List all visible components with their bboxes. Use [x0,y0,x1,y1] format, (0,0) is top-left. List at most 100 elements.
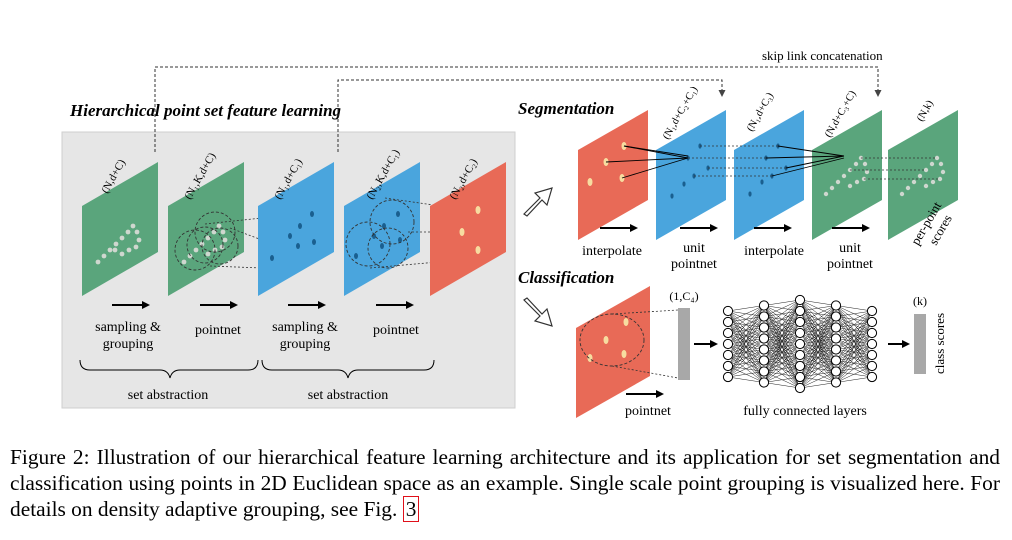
fc-connection [727,305,765,334]
op-label-2a: pointnet [195,323,241,338]
fc-connection [763,299,801,328]
plane-input [82,162,158,296]
fc-neuron [866,349,878,361]
fc-connection [835,376,873,383]
fc-neuron [794,294,806,306]
fc-neuron [758,311,770,322]
fc-neuron [794,371,806,383]
input-points [95,223,142,265]
seg-op-label-1: interpolate [582,244,642,259]
caption-text: Figure 2: Illustration of our hierarchic… [10,445,1000,521]
fc-neuron [794,327,806,339]
fc-connection [835,365,873,383]
sampled-points-3 [459,206,481,254]
op-label-1b: grouping [103,337,154,352]
sampled-points-1 [270,211,316,261]
fc-neuron [866,338,878,350]
hollow-arrow-down [523,297,553,327]
fc-connection [799,305,837,345]
seg-dotted-links-2 [850,157,940,180]
fc-neuron [758,377,770,388]
fc-neuron [866,316,878,328]
global-feature-label: (1,C₄) [669,289,698,303]
fc-connection [799,305,837,389]
set-abstraction-braces [79,359,435,379]
fc-neuron [758,355,770,366]
fc-connection [799,305,837,323]
fc-connection [727,371,765,378]
cls-projection-lines [611,309,679,379]
fc-neuron [794,316,806,328]
fc-neuron [722,360,734,372]
fc-connection [835,310,873,361]
fc-connection [727,327,765,378]
figure-caption: Figure 2: Illustration of our hierarchic… [10,444,1000,522]
set-abstraction-1: set abstraction [128,388,208,403]
fc-connection [835,354,873,383]
fc-connection [727,305,765,378]
seg-dotted-links [688,145,786,177]
class-scores-vector [914,314,926,374]
fc-connection [835,310,873,383]
fc-neuron [830,311,842,322]
fc-connection [835,310,873,372]
sampled-points-2 [354,211,402,259]
seg-red-points [587,142,627,186]
fc-connection [763,354,801,383]
fc-connection [763,299,801,383]
fc-connection [835,305,873,312]
fc-neuron [794,360,806,372]
global-feature-vector [678,308,690,380]
fc-connection [799,299,837,306]
op-label-3a: sampling & [272,320,338,335]
fc-neuron [758,322,770,333]
fc-connection [763,299,801,317]
fc-neuron [830,344,842,355]
fc-connection [763,299,801,372]
seg-op-label-3: interpolate [744,244,804,259]
fc-connection [763,299,801,306]
seg-plane-label-4: (N,k) [915,98,936,123]
fc-connection [835,310,873,350]
fc-neuron [722,349,734,361]
seg-connect-lines-2 [765,145,845,177]
class-scores-label: class scores [932,313,947,374]
fc-connection [799,305,837,356]
seg-op-label-2a: unit [683,241,705,256]
fc-connection [727,305,765,367]
fc-neuron [830,322,842,333]
fc-connection [799,382,837,389]
plane-features-1 [258,162,334,296]
fc-neuron [794,382,806,394]
skip-link-lines [154,66,882,152]
fc-neuron [830,377,842,388]
seg-op-label-4a: unit [839,241,861,256]
set-abstraction-2: set abstraction [308,388,388,403]
fc-neuron [830,300,842,311]
fc-connection [799,316,837,389]
fc-connection [835,310,873,328]
hierarchical-title: Hierarchical point set feature learning [69,101,342,120]
seg-op-label-2b: pointnet [671,257,717,272]
fc-neuron [722,305,734,317]
figure-reference-link[interactable]: 3 [402,496,420,522]
fc-neuron [866,305,878,317]
fc-neuron [758,333,770,344]
seg-op-label-4b: pointnet [827,257,873,272]
op-label-4a: pointnet [373,323,419,338]
fc-connection [799,360,837,389]
grouping-circles-2 [345,199,415,269]
fc-connection [799,305,837,367]
fc-connection [727,338,765,378]
seg-plane-red [578,110,648,240]
fc-connection [835,321,873,383]
fully-connected-network [722,294,878,394]
fc-connection [763,299,801,339]
fc-neuron [758,366,770,377]
fc-connection [835,343,873,383]
fc-neuron [722,316,734,328]
fc-connection [799,349,837,389]
seg-plane-green-2 [888,110,958,240]
fc-neuron [830,366,842,377]
